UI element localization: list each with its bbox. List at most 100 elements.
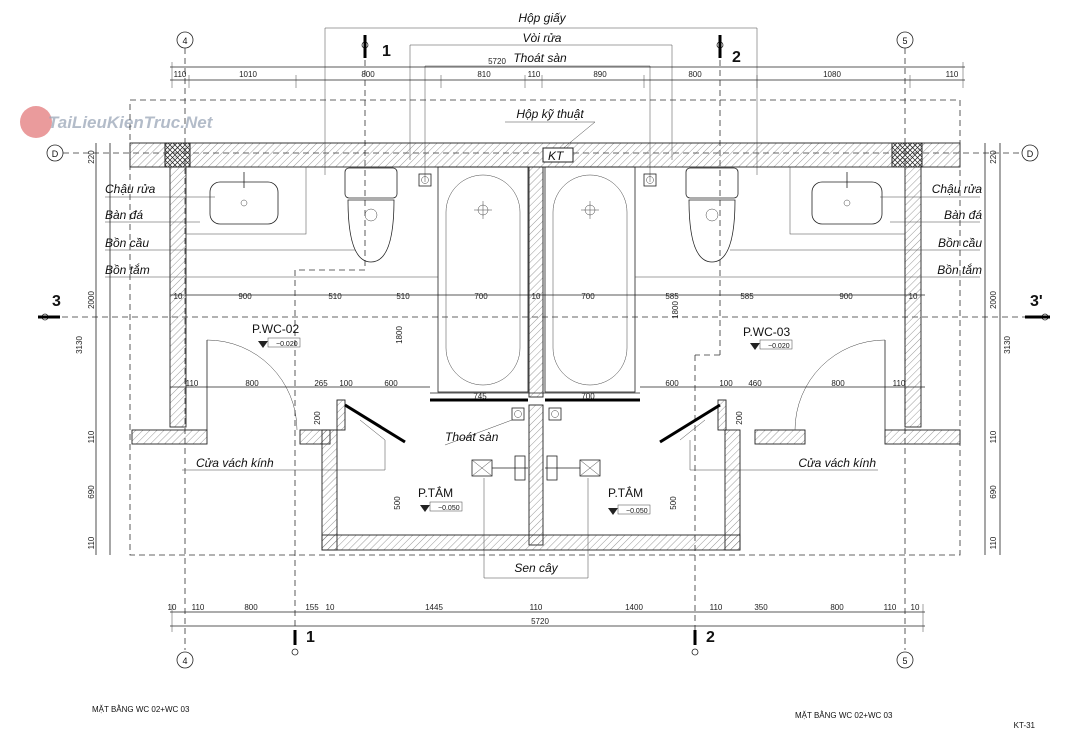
dim-top-1: 1010 (239, 70, 257, 79)
dim-right-5: 110 (989, 536, 998, 549)
dim-bottom-7: 1400 (625, 603, 643, 612)
sheet-number: KT-31 (1014, 721, 1036, 730)
dim-mid-3: 510 (396, 292, 410, 301)
level-wc02: −0.020 (276, 341, 298, 348)
label-ban-da-right: Bàn đá (944, 208, 982, 222)
dim-bottom-4: 10 (326, 603, 335, 612)
label-bon-tam-left: Bồn tắm (105, 262, 150, 277)
level-markers (258, 337, 793, 515)
axis-label-5-top: 5 (902, 36, 907, 46)
label-bon-cau-left: Bồn cầu (105, 236, 149, 250)
room-name-wc02: P.WC-02 (252, 322, 299, 336)
dim-mid-7: 585 (665, 292, 679, 301)
dim-top-4: 110 (528, 70, 541, 79)
side-leaders (105, 196, 980, 579)
dim-top-6: 800 (688, 70, 702, 79)
dim-bottom-3: 155 (305, 603, 319, 612)
mid-dimensions (170, 294, 925, 394)
section-label-2-bottom: 2 (706, 629, 715, 646)
dim-left-2: 3130 (75, 336, 84, 354)
section-label-1-bottom: 1 (306, 629, 315, 646)
washbasin-right (811, 172, 883, 225)
section-label-1-top: 1 (382, 43, 391, 60)
drawing-title-right: MẶT BẰNG WC 02+WC 03 (795, 711, 893, 720)
dim-bottom-0: 10 (168, 603, 177, 612)
watermark: TaiLieuKienTruc.Net (20, 106, 214, 138)
dim-top-5: 890 (593, 70, 607, 79)
level-wc03: −0.020 (768, 343, 790, 350)
level-tam-right: −0.050 (626, 508, 648, 515)
dim-right-0: 220 (989, 150, 998, 164)
dim-top-total: 5720 (488, 57, 506, 66)
label-voi-rua: Vòi rửa (523, 31, 562, 45)
dim-lower-right-2: 100 (719, 379, 733, 388)
toilet-right (685, 167, 739, 263)
dim-lower-left-1: 800 (245, 379, 259, 388)
dim-lower-left-2: 265 (314, 379, 328, 388)
dim-center-1800: 1800 (395, 326, 404, 344)
axis-label-D-left: D (52, 149, 59, 159)
label-thoat-san-top: Thoát sàn (513, 51, 567, 65)
floor-drain-icon (418, 173, 657, 421)
grid-axis-D (46, 144, 1039, 162)
label-cua-vach-kinh-right: Cửa vách kính (798, 456, 876, 470)
dim-lower-right-0: 700 (581, 392, 595, 401)
room-name-tam-right: P.TẮM (608, 485, 643, 500)
label-chau-rua-left: Chậu rửa (105, 182, 156, 196)
dim-small-200-left: 200 (313, 411, 322, 425)
top-leaders (324, 27, 758, 182)
level-tam-left: −0.050 (438, 505, 460, 512)
dim-bottom-1: 110 (192, 603, 205, 612)
dim-left-3: 690 (87, 485, 96, 499)
dim-bottom-9: 350 (754, 603, 768, 612)
dim-lower-left-5: 745 (473, 392, 487, 401)
top-dimensions (170, 62, 965, 88)
dim-small-500-left: 500 (393, 496, 402, 510)
dim-lower-left-3: 100 (339, 379, 353, 388)
bottom-dimensions (170, 604, 925, 632)
dim-bottom-6: 110 (530, 603, 543, 612)
dim-right-4: 110 (989, 430, 998, 443)
dim-top-7: 1080 (823, 70, 841, 79)
section-label-3: 3 (52, 293, 61, 310)
section-marker-2-top (694, 35, 724, 630)
label-thoat-san-mid: Thoát sàn (445, 430, 499, 444)
grid-axis-5-bottom (896, 651, 914, 669)
left-side-dimensions (95, 143, 111, 555)
axis-label-5-bottom: 5 (902, 656, 907, 666)
dim-bottom-5: 1445 (425, 603, 443, 612)
dim-lower-right-3: 460 (748, 379, 762, 388)
label-chau-rua-right: Chậu rửa (932, 182, 983, 196)
label-bon-tam-right: Bồn tắm (937, 262, 982, 277)
label-hop-ky-thuat: Hộp kỹ thuật (516, 107, 584, 121)
dim-lower-right-4: 800 (831, 379, 845, 388)
dim-left-0: 220 (87, 150, 96, 164)
room-name-tam-left: P.TẮM (418, 485, 453, 500)
dim-mid-2: 510 (328, 292, 342, 301)
dim-bottom-11: 110 (884, 603, 897, 612)
dim-left-4: 110 (87, 430, 96, 443)
label-cua-vach-kinh-left: Cửa vách kính (196, 456, 274, 470)
glass-door-left (344, 403, 406, 444)
grid-axis-4-bottom (176, 651, 194, 669)
drawing-title-left: MẶT BẰNG WC 02+WC 03 (92, 705, 190, 714)
dim-mid-5: 10 (532, 292, 541, 301)
dim-bottom-10: 800 (830, 603, 844, 612)
label-bon-cau-right: Bồn cầu (938, 236, 982, 250)
label-kt: KT (548, 149, 565, 163)
stone-counter-left (185, 166, 307, 235)
dim-left-5: 110 (87, 536, 96, 549)
bathtub-right (544, 166, 636, 393)
section-label-3-prime: 3' (1030, 293, 1043, 310)
boundary-dashed (129, 99, 961, 556)
dim-top-3: 810 (477, 70, 491, 79)
dim-top-2: 800 (361, 70, 375, 79)
label-hop-giay: Hộp giấy (518, 11, 566, 25)
section-marker-3 (38, 313, 1050, 321)
toilet-left (344, 167, 398, 263)
label-sen-cay: Sen cây (514, 561, 558, 575)
dim-mid-4: 700 (474, 292, 488, 301)
dim-right-2: 3130 (1003, 336, 1012, 354)
axis-label-D-right: D (1027, 149, 1034, 159)
